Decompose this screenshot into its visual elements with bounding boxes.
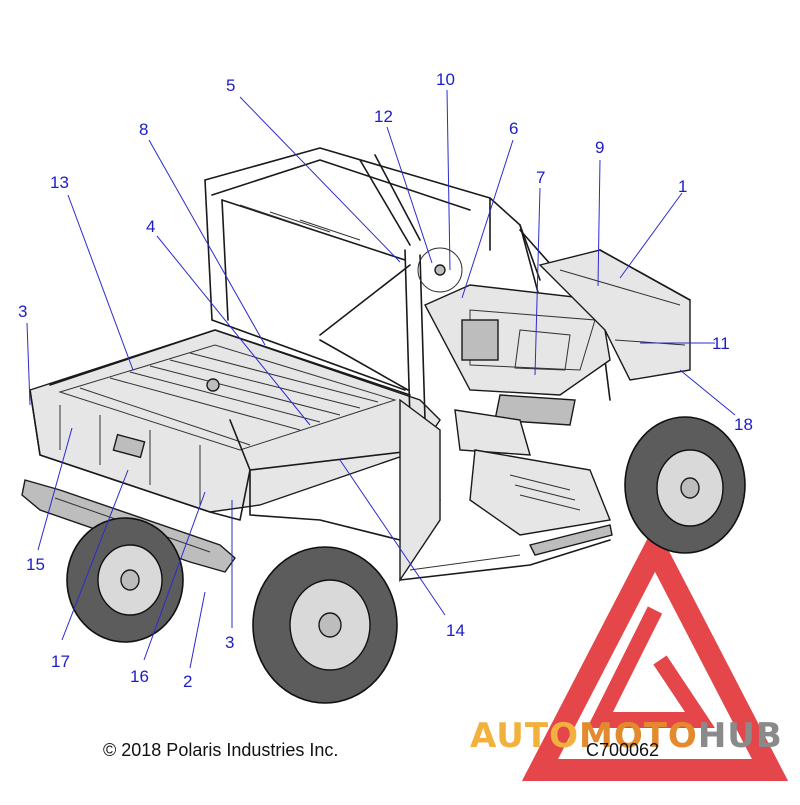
callout-11: 11 xyxy=(712,334,730,353)
callout-16: 16 xyxy=(130,667,149,686)
callout-15: 15 xyxy=(26,555,45,574)
callout-9: 9 xyxy=(595,138,604,157)
callout-14: 14 xyxy=(446,621,465,640)
watermark-triangle-logo xyxy=(521,524,789,781)
hood xyxy=(538,249,691,381)
callout-labels: 1 2 3 4 5 6 7 8 9 10 11 12 13 14 15 16 1… xyxy=(18,70,753,691)
watermark-word-hub: HUB xyxy=(697,716,783,756)
callout-10: 10 xyxy=(436,70,455,89)
cargo-box xyxy=(29,329,441,541)
watermark-word-auto: AUTO xyxy=(470,716,579,756)
callout-13: 13 xyxy=(50,173,69,192)
callout-7: 7 xyxy=(536,168,545,187)
cab-dash xyxy=(417,247,613,556)
part-code: C700062 xyxy=(586,740,660,760)
side-body-panel xyxy=(399,398,611,583)
callout-2: 2 xyxy=(183,672,192,691)
callout-12: 12 xyxy=(374,107,393,126)
leader-lines xyxy=(26,89,736,669)
front-right-wheel xyxy=(624,416,746,554)
rear-left-wheel xyxy=(66,517,184,643)
callout-18: 18 xyxy=(734,415,753,434)
callout-3: 3 xyxy=(18,302,27,321)
callout-5: 5 xyxy=(226,76,235,95)
callout-1: 1 xyxy=(678,177,687,196)
callout-6: 6 xyxy=(509,119,518,138)
callout-3-lower: 3 xyxy=(225,633,234,652)
rear-right-wheel xyxy=(252,546,398,704)
watermark-wordmark: AUTOMOTOHUB xyxy=(470,716,783,756)
watermark-word-moto: MOTO xyxy=(578,716,698,756)
copyright-notice: © 2018 Polaris Industries Inc. xyxy=(103,740,339,760)
callout-4: 4 xyxy=(146,217,155,236)
callout-8: 8 xyxy=(139,120,148,139)
callout-17: 17 xyxy=(51,652,70,671)
